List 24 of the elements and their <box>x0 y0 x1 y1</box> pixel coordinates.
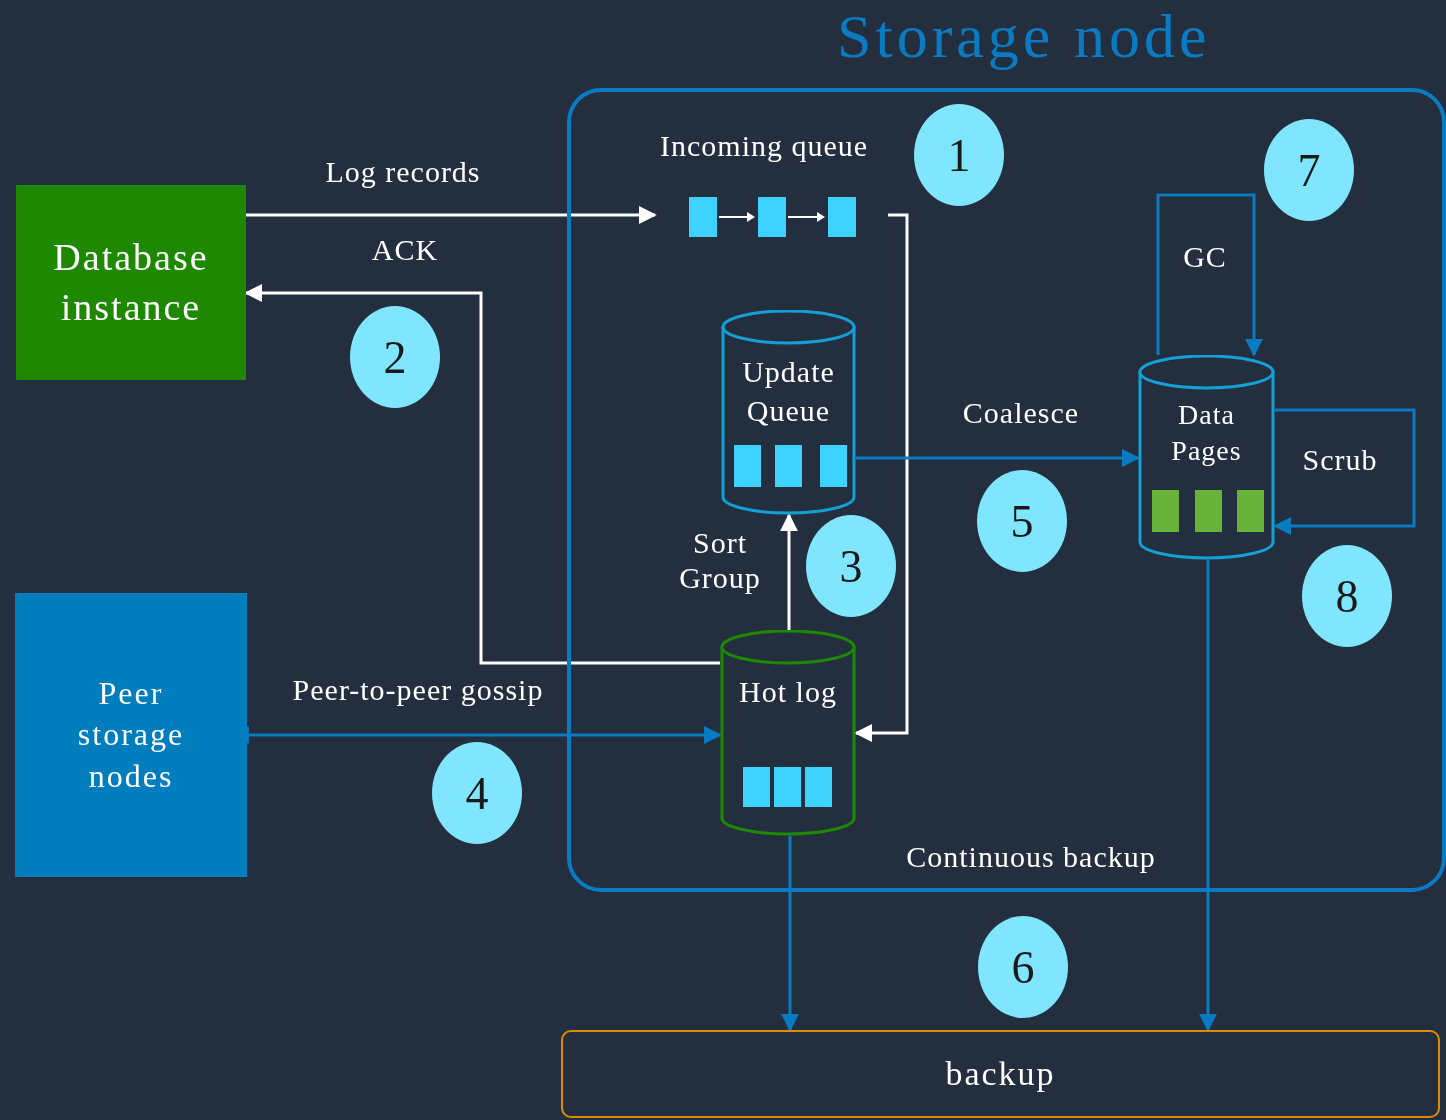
step-number-circle: 1 <box>914 104 1004 206</box>
arrow <box>1199 560 1217 1032</box>
cylinder-label: Hot log <box>738 674 838 710</box>
step-number-circle: 4 <box>432 742 522 844</box>
cylinder-label: Data Pages <box>1170 398 1243 469</box>
container-title: Storage node <box>837 1 1211 72</box>
arrow <box>781 836 799 1032</box>
arrow <box>854 213 909 742</box>
backup-box: backup <box>561 1030 1440 1118</box>
step-number-circle: 8 <box>1302 545 1392 647</box>
database-box: Database instance <box>16 185 246 380</box>
loop-arrow <box>1156 193 1263 357</box>
arrow <box>856 449 1140 467</box>
arrow <box>780 513 798 630</box>
cylinder-label: Update Queue <box>741 354 836 429</box>
arrow <box>246 206 657 224</box>
loop-arrow <box>1273 408 1416 535</box>
step-number-circle: 3 <box>806 515 896 617</box>
step-number-circle: 6 <box>978 916 1068 1018</box>
step-number-circle: 7 <box>1264 119 1354 221</box>
step-number-circle: 2 <box>350 306 440 408</box>
step-number-circle: 5 <box>977 470 1067 572</box>
queue-label: Incoming queue <box>660 128 869 164</box>
peer-nodes-box: Peer storage nodes <box>15 593 247 877</box>
